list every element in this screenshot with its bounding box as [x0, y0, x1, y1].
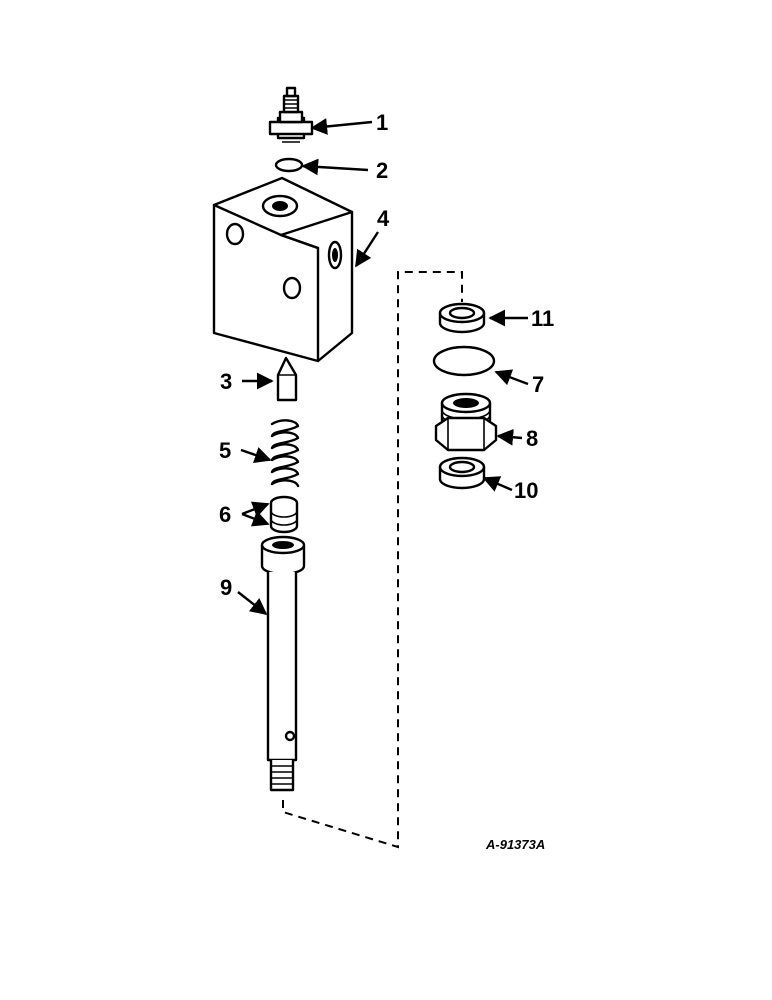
figure-reference-code: A-91373A: [485, 837, 545, 852]
callout-10: 10: [514, 478, 538, 503]
callout-11: 11: [531, 306, 554, 331]
part-10-washer: [438, 456, 486, 490]
part-4-valve-block: [212, 176, 354, 363]
leader-arrow-6a: [241, 501, 270, 518]
callout-1: 1: [376, 110, 388, 135]
part-8-plug: [434, 392, 498, 452]
leader-arrow-10: [482, 476, 513, 492]
leader-arrow-2: [301, 158, 369, 176]
part-1-fitting: [268, 86, 314, 143]
part-7-o-ring: [432, 345, 496, 377]
callout-7: 7: [532, 372, 544, 397]
leader-arrows: [237, 118, 529, 616]
part-3-poppet: [276, 356, 298, 402]
callout-6: 6: [219, 502, 231, 527]
callout-9: 9: [220, 575, 232, 600]
part-5-spring: [270, 419, 300, 488]
callout-4: 4: [377, 206, 390, 231]
leader-arrow-7: [494, 369, 529, 386]
part-6-shims: [269, 495, 299, 534]
callout-3: 3: [220, 369, 232, 394]
part-11-seal: [438, 302, 486, 334]
callout-8: 8: [526, 426, 538, 451]
part-2-o-ring: [274, 157, 304, 173]
callout-2: 2: [376, 158, 388, 183]
leader-arrow-9: [237, 591, 268, 616]
leader-arrow-4: [354, 231, 380, 268]
leader-arrow-5: [240, 447, 272, 464]
leader-arrow-1: [310, 118, 373, 135]
leader-arrow-6b: [241, 510, 270, 527]
leader-arrow-8: [496, 428, 523, 446]
part-9-stem: [260, 535, 306, 792]
callout-5: 5: [219, 438, 231, 463]
assembly-dashed-line: [282, 271, 463, 849]
